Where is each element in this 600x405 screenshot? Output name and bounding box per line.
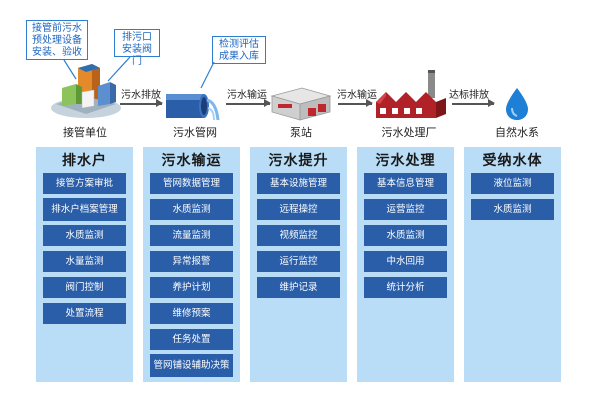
item-anomaly-alarm[interactable]: 异常报警 xyxy=(150,251,233,272)
item-pipe-data[interactable]: 管网数据管理 xyxy=(150,173,233,194)
arrow-label-transport-2: 污水输运 xyxy=(337,90,377,101)
item-flow-monitoring[interactable]: 流量监测 xyxy=(150,225,233,246)
item-water-quality[interactable]: 水质监测 xyxy=(43,225,126,246)
item-reclaimed-water[interactable]: 中水回用 xyxy=(364,251,447,272)
item-operation-control[interactable]: 运营监控 xyxy=(364,199,447,220)
callout-pretreatment-text: 接管前污水预处理设备安装、验收 xyxy=(32,23,82,58)
item-water-quality[interactable]: 水质监测 xyxy=(471,199,554,220)
item-disposal-process[interactable]: 处置流程 xyxy=(43,303,126,324)
callout-pointer xyxy=(107,56,131,82)
stage-label-treatment-plant: 污水处理厂 xyxy=(381,126,437,139)
water-drop-icon xyxy=(506,88,528,120)
callout-pointer xyxy=(200,61,215,89)
arrow-label-transport-1: 污水输运 xyxy=(227,90,267,101)
item-pipe-laying-decision[interactable]: 管网铺设辅助决策 xyxy=(150,354,233,377)
treatment-plant-icon xyxy=(376,70,446,118)
column-title: 排水户 xyxy=(62,153,107,169)
item-repair-plan[interactable]: 维修预案 xyxy=(150,303,233,324)
column-sewage-transport: 污水输运 管网数据管理 水质监测 流量监测 异常报警 养护计划 维修预案 任务处… xyxy=(143,147,240,382)
stage-label-pipe-network: 污水管网 xyxy=(173,126,217,139)
item-level-monitoring[interactable]: 液位监测 xyxy=(471,173,554,194)
arrow-discharge xyxy=(120,100,163,106)
callout-evaluation: 检测评估成果入库 xyxy=(212,36,266,64)
item-statistics[interactable]: 统计分析 xyxy=(364,277,447,298)
item-valve-control[interactable]: 阀门控制 xyxy=(43,277,126,298)
callout-pointer xyxy=(63,59,77,80)
item-operation-monitoring[interactable]: 运行监控 xyxy=(257,251,340,272)
item-video-monitoring[interactable]: 视频监控 xyxy=(257,225,340,246)
arrow-label-discharge: 污水排放 xyxy=(121,90,161,101)
item-connection-approval[interactable]: 接管方案审批 xyxy=(43,173,126,194)
callout-evaluation-text: 检测评估成果入库 xyxy=(219,39,259,62)
callout-pretreatment: 接管前污水预处理设备安装、验收 xyxy=(26,20,88,60)
column-title: 受纳水体 xyxy=(482,153,543,169)
item-maintenance-record[interactable]: 维护记录 xyxy=(257,277,340,298)
item-facility-management[interactable]: 基本设施管理 xyxy=(257,173,340,194)
column-receiving-water: 受纳水体 液位监测 水质监测 xyxy=(464,147,561,382)
sewer-pipe-icon xyxy=(166,94,220,121)
column-sewage-lift: 污水提升 基本设施管理 远程操控 视频监控 运行监控 维护记录 xyxy=(250,147,347,382)
item-water-volume[interactable]: 水量监测 xyxy=(43,251,126,272)
item-task-handling[interactable]: 任务处置 xyxy=(150,329,233,350)
arrow-transport-2 xyxy=(338,100,373,106)
column-title: 污水输运 xyxy=(161,153,222,169)
item-water-quality[interactable]: 水质监测 xyxy=(150,199,233,220)
callout-outlet-valve: 排污口安装阀门 xyxy=(114,29,160,67)
stage-label-natural-water: 自然水系 xyxy=(495,126,539,139)
arrow-transport-1 xyxy=(226,100,271,106)
column-sewage-treatment: 污水处理 基本信息管理 运营监控 水质监测 中水回用 统计分析 xyxy=(357,147,454,382)
stage-label-unit: 接管单位 xyxy=(63,126,107,139)
building-cluster-icon xyxy=(51,64,121,118)
item-basic-info[interactable]: 基本信息管理 xyxy=(364,173,447,194)
arrow-label-compliant-discharge: 达标排放 xyxy=(449,90,489,101)
item-water-quality[interactable]: 水质监测 xyxy=(364,225,447,246)
column-drainage-household: 排水户 接管方案审批 排水户档案管理 水质监测 水量监测 阀门控制 处置流程 xyxy=(36,147,133,382)
stage-label-pump-station: 泵站 xyxy=(290,126,312,139)
item-remote-control[interactable]: 远程操控 xyxy=(257,199,340,220)
arrow-compliant-discharge xyxy=(452,100,495,106)
column-title: 污水提升 xyxy=(268,153,329,169)
column-title: 污水处理 xyxy=(375,153,436,169)
item-household-archive[interactable]: 排水户档案管理 xyxy=(43,198,126,221)
item-maintenance-plan[interactable]: 养护计划 xyxy=(150,277,233,298)
callout-outlet-text: 排污口安装阀门 xyxy=(122,32,152,67)
pump-station-icon xyxy=(270,87,332,121)
